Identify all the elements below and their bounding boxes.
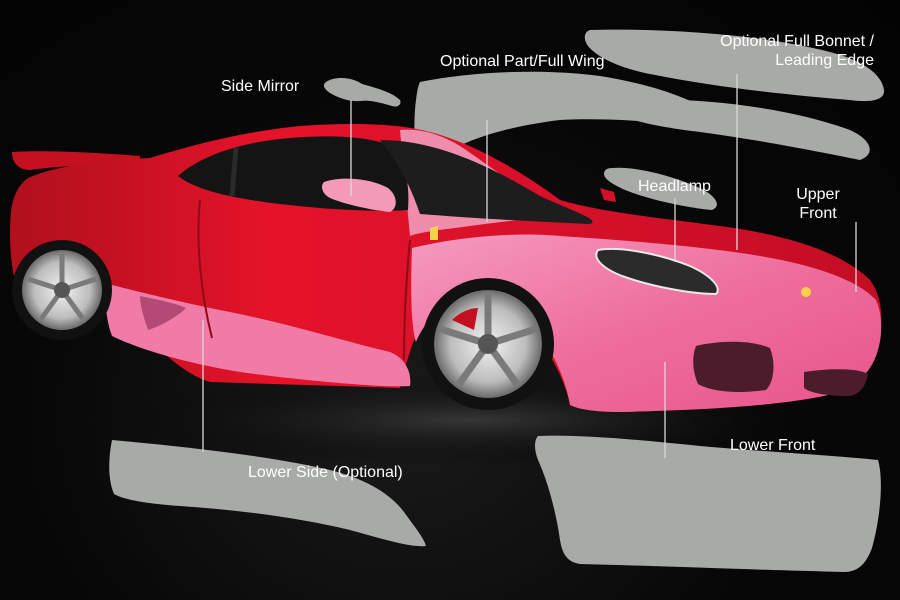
bonnet-label-line1: Optional Full Bonnet / <box>680 32 874 51</box>
wing-label: Optional Part/Full Wing <box>440 52 605 71</box>
side-mirror-label: Side Mirror <box>221 77 299 96</box>
bonnet-label-line2: Leading Edge <box>680 51 874 70</box>
bonnet-label: Optional Full Bonnet / Leading Edge <box>680 32 874 70</box>
rear-wheel <box>12 240 112 340</box>
upper-front-label: Upper Front <box>786 185 850 223</box>
lower-side-label: Lower Side (Optional) <box>248 463 403 482</box>
leading-edge-film-piece <box>610 99 869 160</box>
lower-front-label: Lower Front <box>730 436 815 455</box>
side-mirror-film-piece <box>324 78 401 106</box>
headlamp-label: Headlamp <box>638 177 711 196</box>
upper-front-label-line1: Upper <box>786 185 850 204</box>
upper-front-label-line2: Front <box>786 204 850 223</box>
front-wheel <box>422 278 554 410</box>
lower-front-film-piece <box>535 436 881 572</box>
